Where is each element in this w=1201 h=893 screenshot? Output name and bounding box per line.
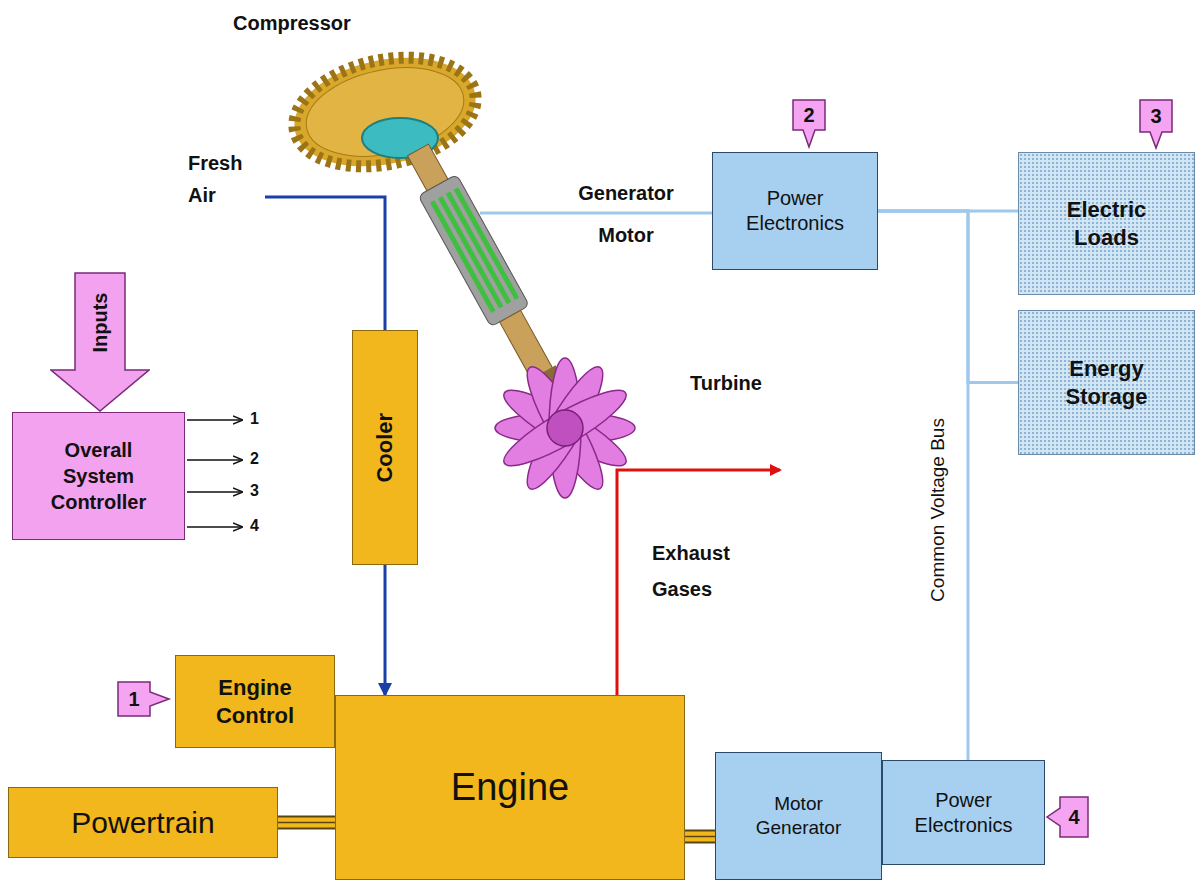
output-number: 2 <box>250 450 259 468</box>
connector <box>878 211 1018 383</box>
callout-shape <box>1047 797 1088 837</box>
callout-shape <box>793 100 825 147</box>
power-electronics-box: Power Electronics <box>882 760 1045 865</box>
node-text: Electric Loads <box>1042 196 1172 251</box>
output-number: 4 <box>250 517 259 535</box>
callout-shape <box>1140 100 1172 148</box>
bus-label: Common Voltage Bus <box>927 418 949 602</box>
powertrain-box: Powertrain <box>8 787 278 858</box>
engine-control-box: Engine Control <box>175 655 335 748</box>
inputs-arrow: Inputs <box>50 272 150 412</box>
flow-label: Exhaust Gases <box>652 535 762 607</box>
flow-label: Fresh Air <box>188 147 258 211</box>
part-label: Generator Motor <box>551 172 701 256</box>
node-text: Engine Control <box>190 674 320 729</box>
shaft-fill <box>278 818 335 828</box>
part-label: Turbine <box>690 372 762 395</box>
electric-loads-box: Electric Loads <box>1018 152 1195 295</box>
cooler-box: Cooler <box>352 330 418 565</box>
connector <box>385 565 386 695</box>
controller-box: Overall System Controller <box>12 412 185 540</box>
shaft-connector <box>278 822 335 823</box>
motor-generator-box: Motor Generator <box>715 752 882 880</box>
node-text: Cooler <box>371 413 399 483</box>
node-text: Overall System Controller <box>39 437 159 515</box>
callout-number: 1 <box>118 682 150 716</box>
callout-number: 3 <box>1140 100 1172 132</box>
connector-line <box>878 211 1018 383</box>
turbine-wheel <box>495 358 635 498</box>
callout-shape <box>118 682 169 716</box>
connector <box>878 211 968 760</box>
node-text: Powertrain <box>71 804 214 842</box>
shaft-fill <box>685 832 715 842</box>
connector-line <box>878 211 968 760</box>
output-arrow <box>187 526 242 528</box>
output-number: 1 <box>250 410 259 428</box>
engine-box: Engine <box>335 695 685 880</box>
energy-storage-box: Energy Storage <box>1018 310 1195 455</box>
fresh-air-line <box>265 197 385 330</box>
node-text: Power Electronics <box>730 186 860 236</box>
output-arrow <box>187 491 242 493</box>
shaft-generator <box>399 139 568 396</box>
node-text: Power Electronics <box>899 788 1029 838</box>
shaft-outline <box>278 816 335 830</box>
output-number: 3 <box>250 482 259 500</box>
connector-line <box>384 565 387 695</box>
node-text: Inputs <box>88 292 113 352</box>
callout-number: 4 <box>1060 797 1088 837</box>
output-arrow <box>187 419 242 421</box>
exhaust-arrow <box>617 470 780 695</box>
compressor-wheel <box>284 42 486 182</box>
callout-number: 2 <box>793 100 825 130</box>
shaft-split <box>685 836 715 838</box>
shaft-outline <box>685 830 715 844</box>
node-text: Engine <box>451 764 569 812</box>
shaft-connector <box>685 836 715 837</box>
node-text: Energy Storage <box>1042 355 1172 410</box>
output-arrow <box>187 459 242 461</box>
generator-wire <box>480 212 712 215</box>
node-text: Motor Generator <box>739 792 859 840</box>
shaft-split <box>278 822 335 824</box>
power-electronics-box: Power Electronics <box>712 152 878 270</box>
part-label: Compressor <box>233 12 351 35</box>
